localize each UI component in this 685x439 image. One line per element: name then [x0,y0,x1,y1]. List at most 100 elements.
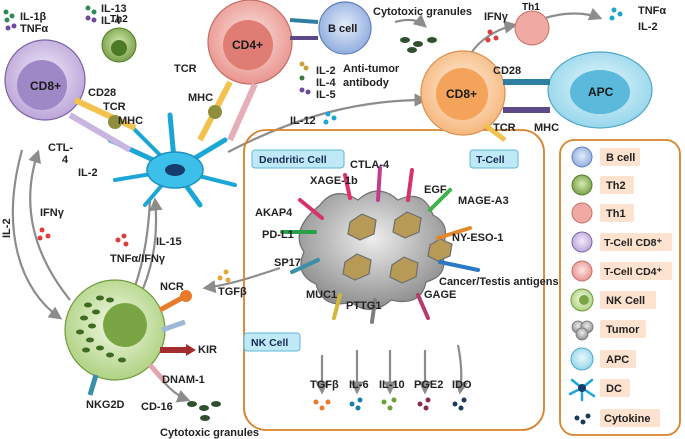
legend-label-cd4: T-Cell CD4⁺ [604,266,663,278]
arrow-th1-to-cytokines [544,7,603,21]
pttg1-label: PTTG1 [346,300,381,312]
arrow-cd8-to-nk [11,149,63,320]
b-cell-label: B cell [328,23,357,35]
legend-cytokine-icon [574,413,591,425]
mhc-top-label: MHC [188,92,213,104]
secreted-ido: IDO [452,379,472,391]
cytotoxic-top-label: Cytotoxic granules [373,6,472,18]
egf-label: EGF [424,184,447,196]
mhc-right-label: MHC [534,122,559,134]
cd8-cell-right: CD8+ [420,50,506,136]
tcr-left-label: TCR [103,101,126,113]
legend-label-cytokine: Cytokine [604,413,650,425]
muc1-label: MUC1 [306,289,337,301]
arrows [11,7,603,403]
nkg2d-label: NKG2D [86,399,125,411]
arrow-cd8-to-th1 [469,20,518,56]
anti-tumor-label: Anti-tumor [343,63,400,75]
t-cell-badge: T-Cell [476,154,505,166]
cancer-testis-label: Cancer/Testis antigens [439,276,559,288]
mhc-left-label: MHC [118,115,143,127]
tcr-right-label: TCR [493,122,516,134]
il15-label: IL-15 [156,236,182,248]
secreted-il10: IL-10 [379,379,405,391]
box-badges: Dendritic Cell T-Cell NK Cell [243,149,519,352]
arrow-dc-to-cd8right [227,93,428,153]
cytokine-labels: IL-1β TNFα IL-13 IL-4 TNFα IL-2 IFNγ IL-… [1,3,666,298]
legend-label-th1: Th1 [606,208,626,220]
legend-dc-icon [568,378,596,402]
legend-label-b-cell: B cell [606,152,635,164]
cd4-cell: CD4+ [207,0,293,85]
legend-label-th2: Th2 [606,180,626,192]
th2-label: Th2 [110,14,128,25]
legend-label-cd8: T-Cell CD8⁺ [604,237,663,249]
apc-label: APC [588,85,614,99]
tcr-top-label: TCR [174,63,197,75]
il4-mid-label: IL-4 [316,77,336,89]
legend: B cell Th2 Th1 T-Cell CD8⁺ T-Cell CD4⁺ N… [559,139,681,436]
legend-th2-icon [571,174,593,196]
legend-apc-icon [570,347,594,371]
legend-nk-icon [570,288,594,312]
il2-left-label: IL-2 [1,218,13,238]
legend-th1-icon [571,202,593,224]
ifng-top-label: IFNγ [484,11,509,23]
cd8-cell-left: CD8+ [4,39,86,121]
legend-cd4-icon [571,260,593,282]
nk-cell [64,279,166,381]
il13-label: IL-13 [101,3,127,15]
legend-label-nk: NK Cell [606,295,645,307]
antigen-labels: CTLA-4 XAGE-1b EGF AKAP4 MAGE-A3 PD-L1 N… [255,159,559,312]
nk-receptors [87,290,196,396]
tgfb-left-label: TGFβ [218,286,247,298]
synapse-connectors [68,18,550,153]
th2-cell: Th2 [101,14,137,63]
other-labels: Cytotoxic granules Anti-tumor antibody C… [160,6,472,439]
sp17-label: SP17 [274,257,301,269]
arrow-nk-to-cd8 [28,149,71,301]
b-cell: B cell [318,1,372,55]
cd28-left-label: CD28 [88,87,116,99]
cd4-label: CD4+ [232,38,263,52]
cd16-label: CD-16 [141,401,173,413]
kir-label: KIR [198,344,217,356]
ncr-label: NCR [160,281,184,293]
secreted-pge2: PGE2 [414,379,443,391]
dendritic-cell-badge: Dendritic Cell [259,154,327,166]
arrow-tumor-ido [455,344,469,395]
gage-label: GAGE [424,289,456,301]
ifng-left-label: IFNγ [40,207,65,219]
nk-cell-badge: NK Cell [251,337,288,349]
tnfa-right-label: TNFα [638,5,666,17]
legend-label-apc: APC [606,354,629,366]
tumor-microenvironment-box [243,129,545,431]
arrow-tumor-to-nk [202,266,281,294]
il1b-label: IL-1β [20,11,47,23]
legend-cd8-icon [571,231,593,253]
tnfa-ifng-label: TNFα/IFNγ [110,253,166,265]
dendritic-cell [107,112,237,208]
cytotoxic-bottom-label: Cytotoxic granules [160,427,259,439]
cytokine-dots [3,5,623,421]
receptor-labels: CD28 TCR MHC TCR MHC CTL- 4 CD28 TCR MHC… [48,63,559,413]
arrow-nk-to-dc [137,197,163,301]
cd8-right-label: CD8+ [446,87,477,101]
akap4-label: AKAP4 [255,207,293,219]
dnam1-label: DNAM-1 [162,374,205,386]
secreted-il6: IL-6 [349,379,369,391]
il2-mid-label: IL-2 [316,65,336,77]
nyeso-label: NY-ESO-1 [452,232,503,244]
il2-right-label: IL-2 [638,21,658,33]
cd28-right-label: CD28 [493,65,521,77]
apc-cell: APC [547,51,653,129]
legend-label-tumor: Tumor [606,324,640,336]
pdl1-label: PD-L1 [262,229,294,241]
il5-label: IL-5 [316,89,336,101]
xage-label: XAGE-1b [310,175,358,187]
ctla4-label: CTLA-4 [350,159,390,171]
il4-top-label: IL-4 [101,15,121,27]
th1-label: Th1 [522,2,540,13]
mage-label: MAGE-A3 [458,195,509,207]
